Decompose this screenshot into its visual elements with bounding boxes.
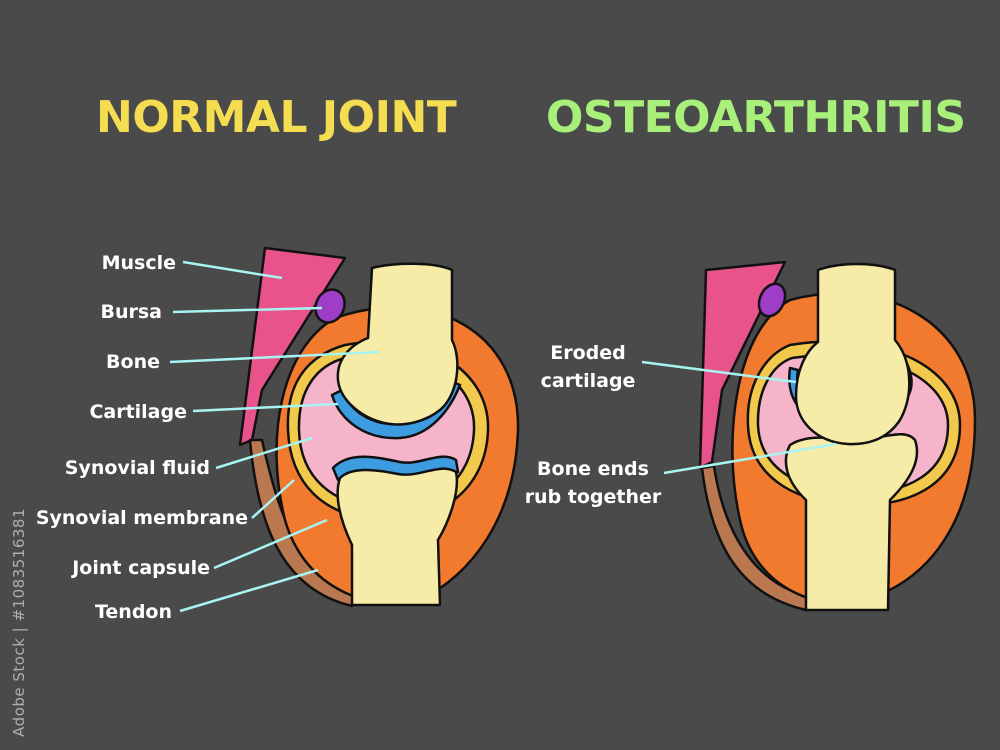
title-normal-joint: NORMAL JOINT: [96, 92, 457, 143]
title-osteoarthritis: OSTEOARTHRITIS: [546, 92, 966, 143]
label-eroded-line1: Eroded: [550, 342, 626, 364]
leader-muscle: [182, 260, 283, 280]
leader-bursa: [172, 306, 323, 314]
label-bone-ends-line1: Bone ends: [537, 458, 649, 480]
label-bursa: Bursa: [100, 301, 162, 323]
lower-bone-shape: [336, 467, 459, 607]
stock-watermark: Adobe Stock | #1083516381: [10, 508, 28, 737]
label-bone: Bone: [106, 351, 160, 373]
leader-bone: [169, 350, 381, 364]
leader-eroded-cartilage: [641, 360, 797, 384]
bursa-shape: [314, 288, 346, 324]
label-tendon: Tendon: [94, 601, 172, 623]
label-cartilage: Cartilage: [89, 401, 187, 423]
label-eroded-line2: cartilage: [540, 370, 636, 392]
label-synovial-membrane: Synovial membrane: [35, 507, 248, 529]
oa-upper-bone-shape: [794, 262, 911, 446]
normal-joint-illustration: [238, 246, 520, 608]
label-joint-capsule: Joint capsule: [72, 557, 210, 579]
leader-bone-ends: [663, 442, 837, 475]
oa-muscle-shape: [698, 260, 787, 470]
upper-bone-shape: [336, 262, 459, 426]
label-muscle: Muscle: [101, 252, 176, 274]
label-bone-ends-line2: rub together: [524, 486, 662, 508]
leader-lines: [169, 260, 837, 613]
label-synovial-fluid: Synovial fluid: [64, 457, 210, 479]
label-eroded-cartilage: Eroded cartilage: [530, 342, 646, 392]
leader-synovial-fluid: [215, 436, 313, 470]
label-bone-ends: Bone ends rub together: [512, 458, 674, 508]
leader-joint-capsule: [213, 518, 328, 570]
leader-cartilage: [192, 402, 339, 413]
leader-tendon: [179, 568, 319, 613]
oa-bursa-shape: [757, 282, 787, 318]
leader-synovial-membrane: [251, 479, 295, 519]
osteoarthritis-illustration: [698, 260, 977, 612]
